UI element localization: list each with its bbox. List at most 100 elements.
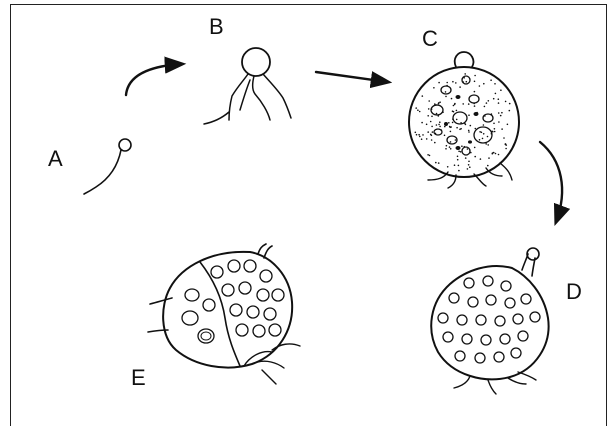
stipple-dot	[483, 124, 485, 126]
stipple-dot	[459, 129, 461, 131]
stipple-dot	[483, 133, 485, 135]
stipple-dot	[426, 124, 428, 126]
stipple-dot	[451, 98, 453, 100]
stipple-dot	[459, 86, 461, 88]
stipple-dot	[457, 156, 459, 158]
arrow-c-to-d	[540, 142, 562, 222]
stipple-dot	[452, 110, 454, 112]
stipple-dot	[468, 103, 470, 105]
stipple-dot	[466, 81, 468, 83]
zoospores	[438, 276, 540, 363]
stipple-dot	[467, 148, 469, 150]
stipple-dot	[487, 165, 489, 167]
zoospores-left-chamber	[182, 289, 215, 343]
stipple-dot	[427, 131, 429, 133]
stipple-dot	[448, 122, 450, 124]
stipple-dot	[426, 138, 428, 140]
stipple-dot	[505, 101, 507, 103]
stipple-dot	[475, 128, 477, 130]
stipple-dot	[439, 126, 441, 128]
stipple-dot	[450, 131, 452, 133]
stipple-dot	[494, 83, 496, 85]
stipple-dot	[436, 113, 438, 115]
stipple-dot	[430, 121, 432, 123]
stipple-dot	[455, 82, 457, 84]
stipple-dot	[501, 112, 503, 114]
stipple-dot	[456, 110, 458, 112]
stipple-dot	[505, 148, 507, 150]
arrow-a-to-b	[126, 64, 182, 95]
stipple-dot	[501, 128, 503, 130]
stipple-dot	[428, 100, 430, 102]
stipple-dot	[431, 139, 433, 141]
stipple-dot	[447, 166, 449, 168]
stipple-dot	[415, 107, 417, 109]
stipple-dot	[462, 103, 464, 105]
stage-d-sporangium-mature	[431, 248, 548, 394]
stipple-dot	[509, 110, 511, 112]
stipple-dot	[474, 75, 476, 77]
stipple-dot	[487, 144, 489, 146]
stipple-dot	[474, 81, 476, 83]
stipple-dot	[493, 98, 495, 100]
stipple-dot	[468, 130, 470, 132]
stipple-dot	[493, 123, 495, 125]
stipple-dot	[422, 134, 424, 136]
label-a: A	[48, 146, 63, 171]
stipple-dot	[431, 126, 433, 128]
stipple-dot	[460, 151, 462, 153]
cycle-arrows	[126, 64, 562, 222]
stipple-dot	[470, 125, 472, 127]
stipple-dot	[483, 83, 485, 85]
zoospores-right-chamber	[211, 260, 284, 337]
stipple-dot	[467, 168, 469, 170]
stipple-dot	[429, 155, 431, 157]
stipple-dot	[480, 158, 482, 160]
stage-b-zoosporangium-young	[204, 48, 291, 124]
stipple-dot	[428, 108, 430, 110]
stipple-dot	[498, 102, 500, 104]
stipple-dot	[450, 141, 452, 143]
stipple-dot	[465, 157, 467, 159]
stipple-dot	[474, 91, 476, 93]
stipple-dot	[438, 162, 440, 164]
stipple-dot	[486, 102, 488, 104]
stipple-dot	[446, 145, 448, 147]
stipple-dot	[453, 105, 455, 107]
stage-c-sporangium-developing	[409, 52, 519, 188]
stipple-dot	[427, 115, 429, 117]
stipple-dot	[488, 100, 490, 102]
stipple-dot	[457, 159, 459, 161]
stipple-dot	[444, 126, 446, 128]
stipple-dot	[450, 148, 452, 150]
stipple-dot	[479, 85, 481, 87]
stipple-dot	[421, 138, 423, 140]
stipple-dot	[458, 151, 460, 153]
stipple-dot	[452, 81, 454, 83]
stipple-dot	[435, 162, 437, 164]
vacuoles	[431, 76, 493, 155]
label-d: D	[566, 279, 582, 304]
stipple-dot	[498, 121, 500, 123]
stipple-dot	[427, 154, 429, 156]
stipple-dot	[454, 164, 456, 166]
stipple-dot	[433, 87, 435, 89]
stipple-dot	[439, 101, 441, 103]
stipple-dot	[439, 121, 441, 123]
stipple-dot	[450, 127, 452, 129]
stipple-dot	[494, 128, 496, 130]
stipple-dot	[422, 95, 424, 97]
stipple-dot	[438, 82, 440, 84]
stipple-dot	[474, 147, 476, 149]
stipple-dot	[445, 148, 447, 150]
stipple-dot	[482, 138, 484, 140]
stage-e-sporangium-dehiscing	[148, 244, 300, 384]
stipple-dot	[505, 143, 507, 145]
label-b: B	[209, 14, 224, 39]
stipple-dot	[484, 106, 486, 108]
stipple-dot	[454, 103, 456, 105]
stipple-dot	[509, 103, 511, 105]
stipple-dot	[500, 115, 502, 117]
